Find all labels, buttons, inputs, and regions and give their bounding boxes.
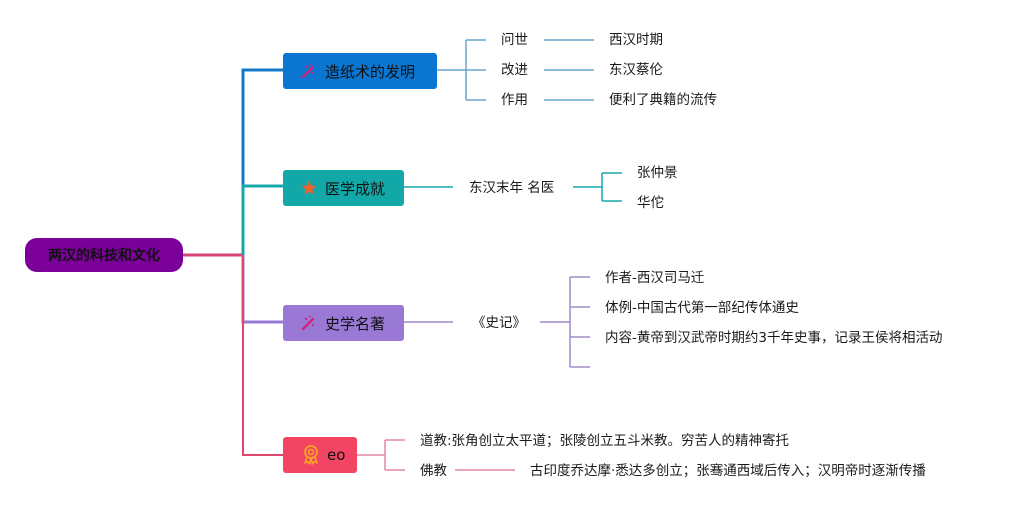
subtopic-label[interactable]: 东汉末年 名医 (469, 180, 555, 196)
topic-medicine[interactable]: 医学成就 (283, 170, 404, 206)
connector-topic-2 (241, 184, 283, 255)
detail-label[interactable]: 内容-黄帝到汉武帝时期约3千年史事，记录王侯将相活动 (605, 330, 943, 346)
subtopic-label[interactable]: 道教:张角创立太平道；张陵创立五斗米教。穷苦人的精神寄托 (420, 433, 790, 449)
topic-label: 史学名著 (325, 314, 386, 333)
topic-religion[interactable]: eo (283, 437, 357, 473)
connector-t4 (357, 439, 515, 471)
magic-wand-icon (299, 61, 319, 81)
detail-label[interactable]: 体例-中国古代第一部纪传体通史 (605, 300, 799, 316)
detail-label[interactable]: 华佗 (637, 195, 664, 211)
topic-label: eo (327, 446, 346, 464)
subtopic-label[interactable]: 作用 (501, 92, 528, 108)
detail-label[interactable]: 古印度乔达摩·悉达多创立；张骞通西域后传入；汉明帝时逐渐传播 (530, 463, 926, 479)
connector-t2 (404, 172, 622, 202)
detail-label[interactable]: 张仲景 (637, 165, 678, 181)
detail-label[interactable]: 西汉时期 (609, 32, 663, 48)
subtopic-label[interactable]: 《史记》 (472, 315, 526, 331)
subtopic-label[interactable]: 问世 (501, 32, 528, 48)
subtopic-label[interactable]: 改进 (501, 62, 528, 78)
star-icon (299, 178, 319, 198)
topic-papermaking[interactable]: 造纸术的发明 (283, 53, 437, 89)
connector-topic-4 (242, 255, 283, 456)
connector-t1-details (544, 39, 594, 101)
connector-topic-1 (241, 68, 283, 186)
connector-topic-3 (241, 255, 283, 324)
root-label: 两汉的科技和文化 (48, 248, 160, 264)
award-medal-icon (301, 445, 321, 465)
magic-wand-icon (299, 313, 319, 333)
root-node[interactable]: 两汉的科技和文化 (25, 238, 183, 272)
topic-historiography[interactable]: 史学名著 (283, 305, 404, 341)
connector-t1-bracket (437, 39, 486, 101)
detail-label[interactable]: 便利了典籍的流传 (609, 92, 717, 108)
detail-label[interactable]: 东汉蔡伦 (609, 62, 663, 78)
subtopic-label[interactable]: 佛教 (420, 463, 447, 479)
topic-label: 造纸术的发明 (325, 62, 416, 81)
detail-label[interactable]: 作者-西汉司马迁 (605, 270, 705, 286)
topic-label: 医学成就 (325, 179, 386, 198)
connector-t3 (404, 276, 590, 368)
